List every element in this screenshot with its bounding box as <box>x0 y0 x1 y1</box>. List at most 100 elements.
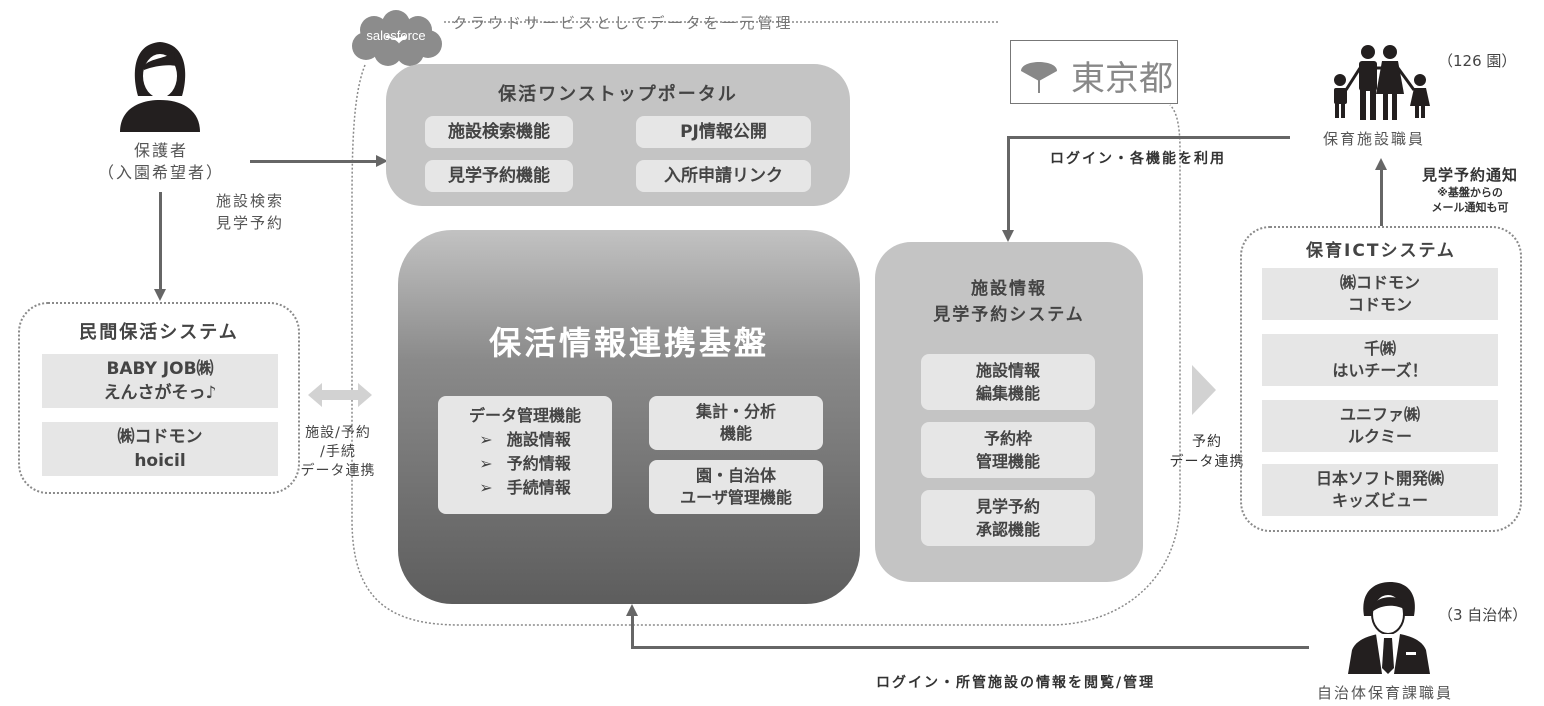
portal-box: 保活ワンストップポータル 施設検索機能 PJ情報公開 見学予約機能 入所申請リン… <box>386 64 850 206</box>
facility-system-title: 施設情報 見学予約システム <box>875 276 1143 328</box>
tokyo-logo: 東京都 <box>1010 40 1178 104</box>
bullet-text: 予約情報 <box>506 454 571 473</box>
staff-count: （126 園） <box>1438 52 1517 70</box>
municipal-count: （3 自治体） <box>1438 606 1528 624</box>
facility-item-line1: 施設情報 <box>975 361 1040 380</box>
guardian-to-private-arrow <box>154 192 166 301</box>
arrowhead-bullet-icon: ➢ <box>479 454 493 473</box>
ict-system-product: キッズビュー <box>1331 491 1428 510</box>
municipal-flow-label: ログイン・所管施設の情報を閲覧/管理 <box>876 675 1156 691</box>
private-system-product: hoicil <box>134 451 186 471</box>
analytics-box[interactable]: 集計・分析 機能 <box>649 396 823 450</box>
ict-system-item[interactable]: 千㈱ はいチーズ！ <box>1262 334 1498 386</box>
staff-login-line-vertical <box>1007 136 1010 232</box>
portal-item-pj-info[interactable]: PJ情報公開 <box>636 116 811 148</box>
private-system-item[interactable]: BABY JOB㈱ えんさがそっ♪ <box>42 354 278 408</box>
notification-title: 見学予約通知 <box>1421 166 1518 184</box>
ict-system-item[interactable]: ユニファ㈱ ルクミー <box>1262 400 1498 452</box>
private-systems-title: 民間保活システム <box>79 322 239 343</box>
notification-arrowhead-icon <box>1375 158 1387 170</box>
tokyo-logo-text: 東京都 <box>1071 59 1173 99</box>
facility-system-title-line1: 施設情報 <box>971 279 1047 299</box>
municipal-arrowhead-icon <box>626 604 638 616</box>
staff-login-arrowhead-icon <box>1002 230 1014 242</box>
platform-box: 保活情報連携基盤 データ管理機能 ➢ 施設情報 ➢ 予約情報 ➢ 手続情報 集計・分析… <box>398 230 860 604</box>
ict-systems-title: 保育ICTシステム <box>1306 241 1456 261</box>
ict-system-item[interactable]: ㈱コドモン コドモン <box>1262 268 1498 320</box>
bidirectional-arrow-icon <box>308 383 372 407</box>
ict-systems-box: 保育ICTシステム ㈱コドモン コドモン 千㈱ はいチーズ！ ユニファ㈱ ルクミ… <box>1240 226 1522 532</box>
portal-item-application-link[interactable]: 入所申請リンク <box>636 160 811 192</box>
ict-system-item[interactable]: 日本ソフト開発㈱ キッズビュー <box>1262 464 1498 516</box>
portal-item-facility-search[interactable]: 施設検索機能 <box>425 116 573 148</box>
private-link-label: 施設/予約 /手続 データ連携 <box>288 424 388 481</box>
notification-note1: ※基盤からの <box>1437 186 1503 199</box>
ict-system-company: 千㈱ <box>1363 339 1396 358</box>
platform-title: 保活情報連携基盤 <box>488 324 769 362</box>
guardian-flow-label: 施設検索 見学予約 <box>210 190 290 234</box>
salesforce-text: salesforce <box>366 28 426 43</box>
businessman-icon <box>1348 582 1430 674</box>
data-management-title: データ管理機能 <box>468 406 581 425</box>
data-management-bullet: ➢ 手続情報 <box>438 476 612 500</box>
analytics-line2: 機能 <box>719 424 752 443</box>
private-link-line1: 施設/予約 <box>305 425 371 441</box>
data-management-box[interactable]: データ管理機能 ➢ 施設情報 ➢ 予約情報 ➢ 手続情報 <box>438 396 612 514</box>
guardian-label: 保護者 （入園希望者） <box>96 140 226 184</box>
bullet-text: 手続情報 <box>506 478 571 497</box>
municipal-flow-line-vertical <box>631 614 634 649</box>
reservation-link-line2: データ連携 <box>1169 454 1245 470</box>
staff-login-line <box>1007 136 1290 139</box>
facility-system-box: 施設情報 見学予約システム 施設情報 編集機能 予約枠 管理機能 見学予約 承認… <box>875 242 1143 582</box>
private-system-company: ㈱コドモン <box>117 427 203 447</box>
salesforce-logo: salesforce <box>348 8 444 68</box>
facility-edit-function[interactable]: 施設情報 編集機能 <box>921 354 1095 410</box>
guardian-flow-line1: 施設検索 <box>215 192 284 210</box>
ict-system-product: ルクミー <box>1347 427 1412 446</box>
analytics-line1: 集計・分析 <box>695 402 776 421</box>
right-triangle-arrow-icon <box>1192 365 1216 415</box>
ict-system-company: 日本ソフト開発㈱ <box>1315 469 1444 488</box>
facility-item-line2: 管理機能 <box>975 452 1040 471</box>
tour-approval-function[interactable]: 見学予約 承認機能 <box>921 490 1095 546</box>
facility-item-line1: 見学予約 <box>975 497 1040 516</box>
municipal-label: 自治体保育課職員 <box>1316 684 1453 702</box>
ict-system-company: ㈱コドモン <box>1339 273 1420 292</box>
facility-system-title-line2: 見学予約システム <box>933 305 1085 325</box>
private-system-item[interactable]: ㈱コドモン hoicil <box>42 422 278 476</box>
cloud-caption: クラウドサービスとしてデータを一元管理 <box>452 14 794 32</box>
reservation-link-label: 予約 データ連携 <box>1152 432 1262 472</box>
private-link-line3: データ連携 <box>300 463 376 479</box>
private-link-line2: /手続 <box>320 444 356 460</box>
ict-system-product: はいチーズ！ <box>1332 361 1428 380</box>
arrowhead-bullet-icon: ➢ <box>479 430 493 449</box>
guardian-flow-line2: 見学予約 <box>215 214 284 232</box>
municipal-flow-line <box>631 646 1309 649</box>
ict-system-company: ユニファ㈱ <box>1339 405 1420 424</box>
family-icon <box>1334 45 1430 120</box>
bullet-text: 施設情報 <box>506 430 571 449</box>
notification-arrow-line <box>1380 168 1383 226</box>
cloud-icon <box>352 10 442 66</box>
notification-note2: メール通知も可 <box>1431 201 1509 214</box>
notification-label: 見学予約通知 ※基盤からの メール通知も可 <box>1410 164 1530 215</box>
staff-label: 保育施設職員 <box>1322 130 1425 148</box>
user-management-line1: 園・自治体 <box>695 466 776 485</box>
facility-item-line1: 予約枠 <box>983 429 1032 448</box>
data-management-bullet: ➢ 予約情報 <box>438 452 612 476</box>
private-system-product: えんさがそっ♪ <box>103 383 217 403</box>
guardian-to-portal-arrow <box>250 155 388 167</box>
facility-item-line2: 編集機能 <box>975 384 1040 403</box>
data-management-bullet: ➢ 施設情報 <box>438 428 612 452</box>
reservation-link-line1: 予約 <box>1192 434 1222 450</box>
arrowhead-bullet-icon: ➢ <box>479 478 493 497</box>
guardian-label-line2: （入園希望者） <box>97 163 224 182</box>
user-management-box[interactable]: 園・自治体 ユーザ管理機能 <box>649 460 823 514</box>
woman-person-icon <box>120 42 200 132</box>
user-management-line2: ユーザ管理機能 <box>680 488 792 507</box>
private-system-company: BABY JOB㈱ <box>106 359 214 379</box>
portal-item-tour-reservation[interactable]: 見学予約機能 <box>425 160 573 192</box>
guardian-label-line1: 保護者 <box>133 141 188 160</box>
reservation-slot-function[interactable]: 予約枠 管理機能 <box>921 422 1095 478</box>
